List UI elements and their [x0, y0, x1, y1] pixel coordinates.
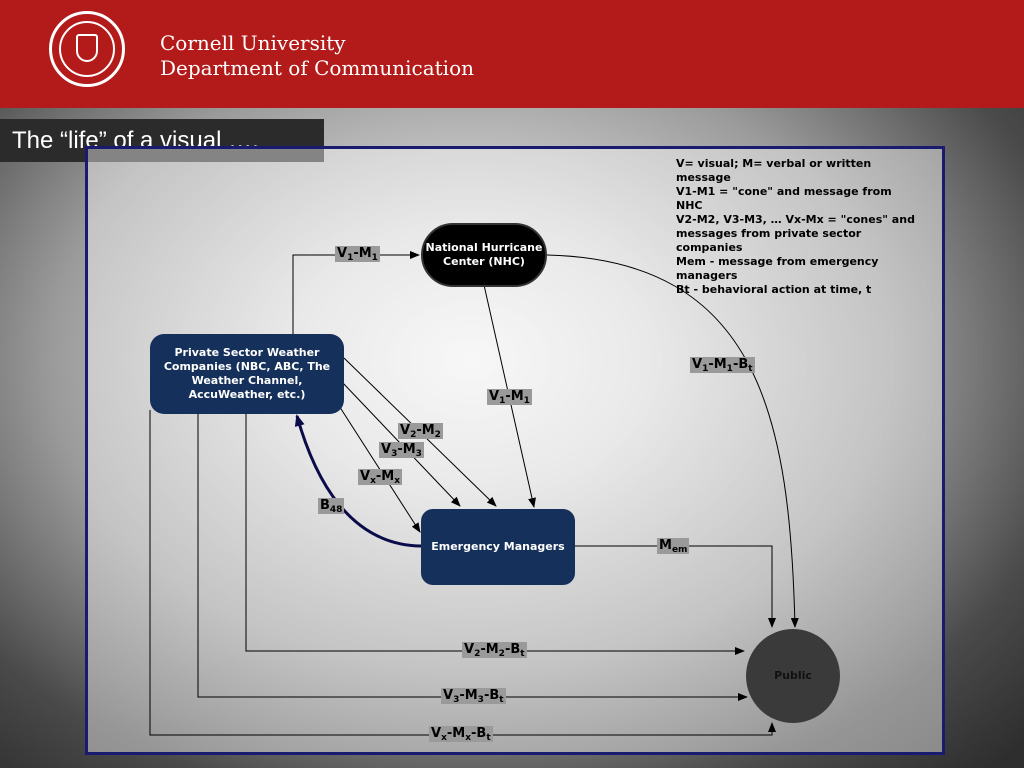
edge-label: V2-M2 — [398, 423, 443, 440]
edge-psw-nhc — [289, 251, 420, 343]
legend-item: V2-M2, V3-M3, … Vx-Mx = "cones" and mess… — [676, 213, 915, 254]
legend-item: V1-M1 = "cone" and message from NHC — [676, 185, 892, 212]
node-public: Public — [746, 629, 840, 723]
edge-label: V1-M1-Bt — [690, 357, 755, 374]
edge-em-public — [575, 545, 776, 628]
slide-title: The “life” of a visual …. — [12, 127, 259, 154]
legend-item: V= visual; M= verbal or written message — [676, 157, 872, 184]
header-bar: Cornell University Department of Communi… — [0, 0, 1024, 108]
edge-label: V2-M2-Bt — [462, 642, 527, 659]
slide-title-band — [0, 119, 324, 162]
org-name-line2: Department of Communication — [160, 56, 474, 80]
edge-label: Vx-Mx-Bt — [429, 726, 493, 743]
node-emergency-managers: Emergency Managers — [421, 509, 575, 585]
legend-item: Bt - behavioral action at time, t — [676, 283, 872, 296]
edge-label: V1-M1 — [335, 246, 380, 263]
seal-ring — [59, 21, 115, 77]
edge-nhc-public — [546, 254, 799, 628]
node-private-sector: Private Sector Weather Companies (NBC, A… — [150, 334, 344, 414]
edge-label: V3-M3 — [379, 442, 424, 459]
org-name-line1: Cornell University — [160, 31, 346, 55]
edge-label: Vx-Mx — [358, 469, 403, 486]
edge-psw-public-v2 — [245, 414, 745, 655]
legend: V= visual; M= verbal or written message … — [676, 157, 916, 297]
edge-label: V3-M3-Bt — [441, 688, 506, 705]
legend-item: Mem - message from emergency managers — [676, 255, 879, 282]
cornell-seal-icon — [49, 11, 125, 87]
edge-label: Mem — [657, 538, 690, 555]
edge-psw-em-vx — [333, 397, 421, 533]
edge-label: B48 — [318, 498, 345, 515]
node-nhc: National Hurricane Center (NHC) — [421, 223, 547, 287]
seal-shield-icon — [76, 34, 98, 62]
edge-psw-public-v3 — [197, 414, 748, 701]
edge-label: V1-M1 — [487, 389, 532, 406]
